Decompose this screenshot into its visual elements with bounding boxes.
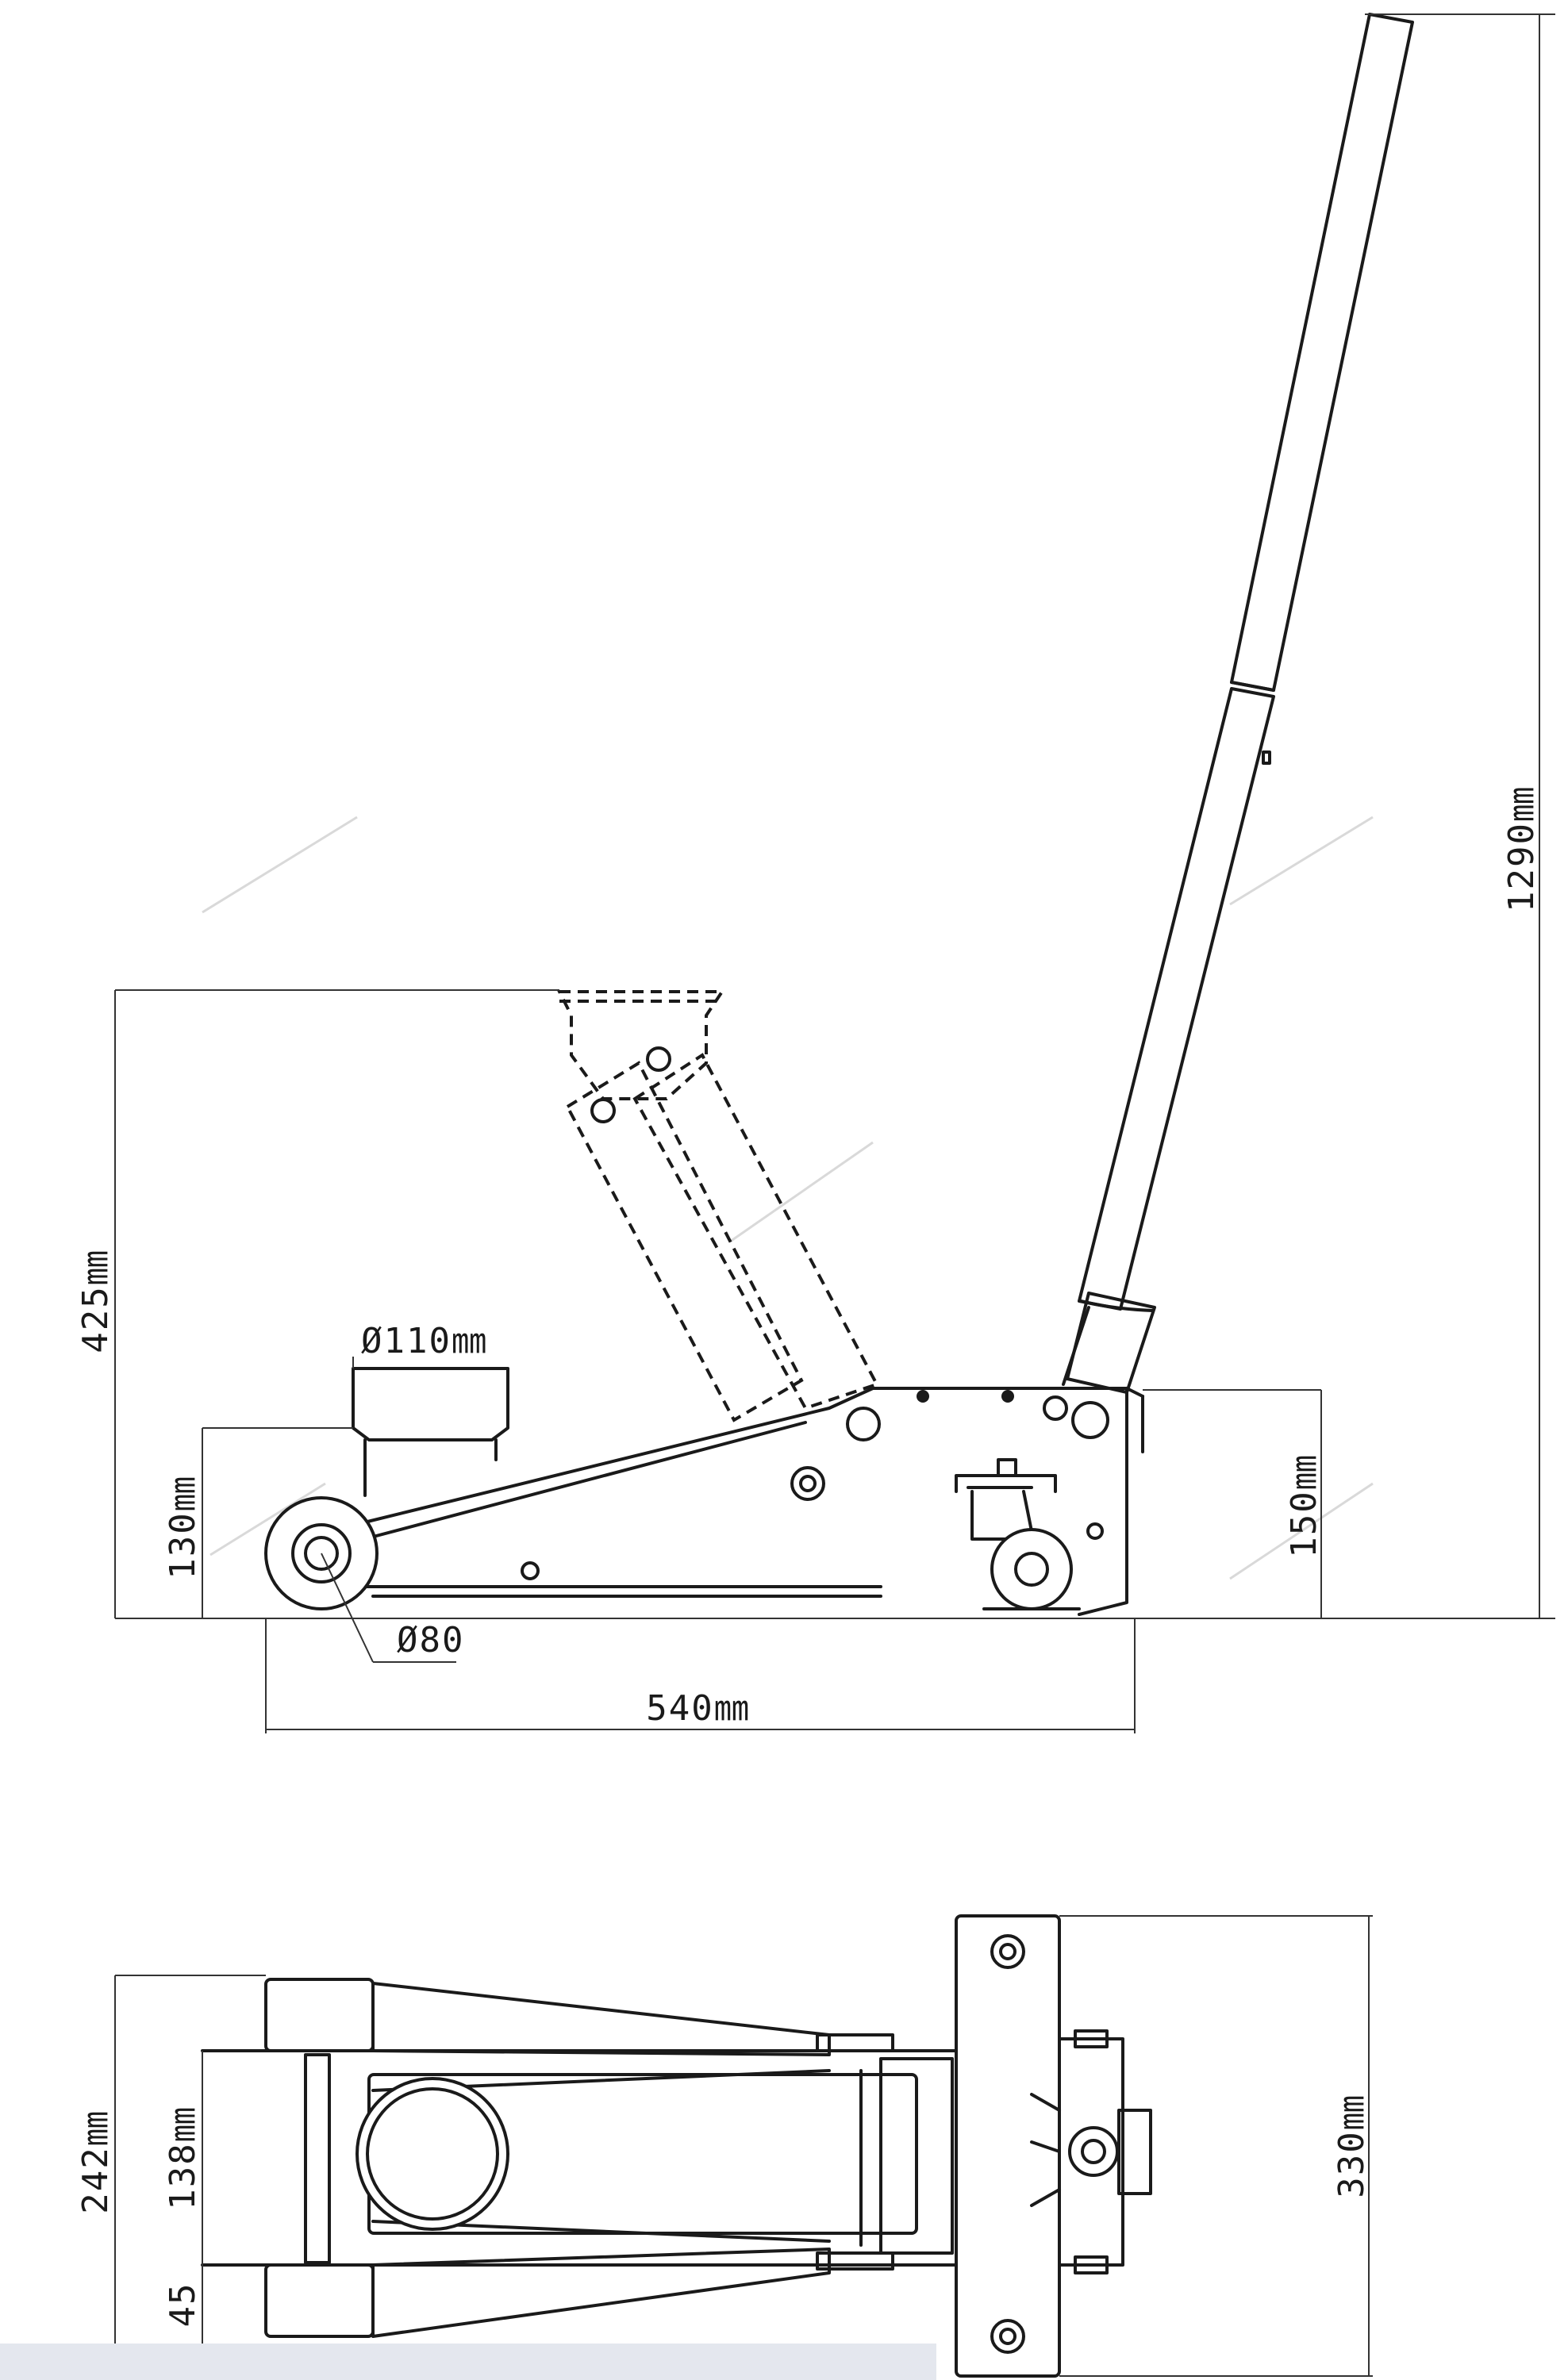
top-dimensions: [114, 1915, 1373, 2377]
dim-overall-width: 330㎜: [1332, 2094, 1372, 2198]
lift-arm: [565, 1046, 879, 1422]
dim-handle-height: 1290㎜: [1501, 785, 1542, 912]
dim-frame-height: 150㎜: [1284, 1453, 1324, 1557]
dim-length: 540㎜: [646, 1688, 750, 1729]
dim-max-height: 425㎜: [75, 1249, 116, 1353]
saddle-head: [556, 990, 725, 1100]
side-dimensions: [114, 13, 1555, 1733]
dim-frame-width: 242㎜: [75, 2109, 116, 2213]
dim-inner-width: 138㎜: [163, 2106, 203, 2209]
watermark-marks: [202, 816, 1374, 1580]
dim-front-wheel: Ø80: [397, 1620, 464, 1660]
dim-saddle-diameter: Ø110㎜: [361, 1321, 488, 1361]
jack-frame: [348, 1387, 1144, 1616]
rear-caster: [955, 1458, 1073, 1610]
jack-handle: [1062, 13, 1414, 1394]
top-view: [201, 1914, 1152, 2378]
dim-min-height: 130㎜: [163, 1475, 203, 1579]
side-view: [264, 13, 1414, 1616]
dim-wheel-offset: 45: [163, 2282, 203, 2328]
bottom-strip: [0, 2344, 936, 2380]
saddle-cup: [352, 1367, 509, 1497]
